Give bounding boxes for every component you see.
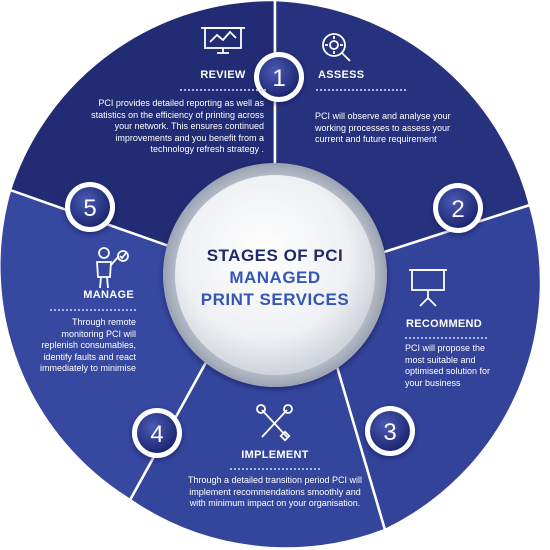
number-badges: 1 2 3 4 5 — [65, 52, 483, 458]
badge-3-number: 3 — [383, 419, 396, 446]
stage-recommend-line: PCI will propose the — [405, 343, 486, 353]
stage-recommend-line: your business — [405, 377, 461, 388]
badge-5: 5 — [65, 182, 115, 232]
badge-1-number: 1 — [272, 65, 285, 92]
stage-review-line: statistics on the efficiency of printing… — [91, 109, 264, 120]
stage-manage-divider — [50, 309, 136, 311]
stage-review-line: improvements and you benefit from a — [115, 132, 264, 143]
stage-review-divider — [180, 89, 266, 91]
person-presenting-icon — [96, 247, 129, 289]
stage-manage-title: MANAGE — [83, 289, 134, 301]
stage-review-title: REVIEW — [200, 69, 246, 81]
stage-assess-line: working processes to assess your — [315, 122, 451, 133]
center-title-line2: MANAGED — [229, 268, 321, 287]
stage-implement-divider — [230, 468, 320, 470]
stage-assess-title: ASSESS — [318, 69, 365, 81]
presentation-board-icon — [409, 269, 447, 307]
stage-implement-description: Through a detailed transition period PCI… — [150, 475, 400, 510]
tools-icon — [256, 404, 293, 442]
center-hub — [163, 163, 387, 387]
stage-manage-line: immediately to minimise — [39, 363, 136, 373]
stage-manage-line: replenish consumables, — [41, 340, 136, 350]
badge-4-number: 4 — [150, 421, 163, 448]
presentation-chart-icon — [201, 27, 245, 54]
stage-manage-line: monitoring PCI will — [61, 328, 136, 339]
stage-review-line: your network. This ensures continued — [114, 121, 264, 131]
stage-recommend-line: optimised solution for — [405, 366, 491, 376]
stage-review-description: PCI provides detailed reporting as well … — [44, 98, 264, 156]
stage-recommend-description: PCI will propose the most suitable and o… — [405, 343, 525, 389]
stage-manage-line: Through remote — [71, 317, 136, 327]
stage-assess-line: current and future requirement — [315, 134, 437, 144]
stage-recommend-line: most suitable and — [405, 354, 476, 365]
stage-implement-title: IMPLEMENT — [241, 449, 309, 461]
stage-manage-line: identify faults and react — [43, 351, 136, 362]
stage-recommend-title: RECOMMEND — [406, 318, 483, 330]
badge-5-number: 5 — [83, 195, 96, 222]
magnifier-gear-icon — [322, 33, 351, 62]
stage-implement-line: implement recommendations smoothly and — [189, 486, 361, 497]
badge-2-number: 2 — [451, 196, 464, 223]
center-title-line1: STAGES OF PCI — [206, 246, 344, 265]
center-title-line3: PRINT SERVICES — [200, 290, 350, 309]
stage-review-line: technology refresh strategy . — [150, 144, 264, 154]
badge-2: 2 — [433, 183, 483, 233]
stage-assess-description: PCI will observe and analyse your workin… — [315, 111, 515, 146]
stage-implement-line: with minimum impact on your organisation… — [189, 498, 361, 508]
badge-3: 3 — [365, 406, 415, 456]
stage-implement-line: Through a detailed transition period PCI… — [187, 475, 363, 485]
stage-assess-line: PCI will observe and analyse your — [315, 111, 451, 121]
badge-1: 1 — [254, 52, 304, 102]
badge-4: 4 — [132, 408, 182, 458]
stage-manage-description: Through remote monitoring PCI will reple… — [16, 317, 136, 375]
stage-recommend-divider — [405, 337, 487, 339]
stage-review-line: PCI provides detailed reporting as well … — [98, 98, 264, 108]
stage-assess-divider — [316, 89, 406, 91]
